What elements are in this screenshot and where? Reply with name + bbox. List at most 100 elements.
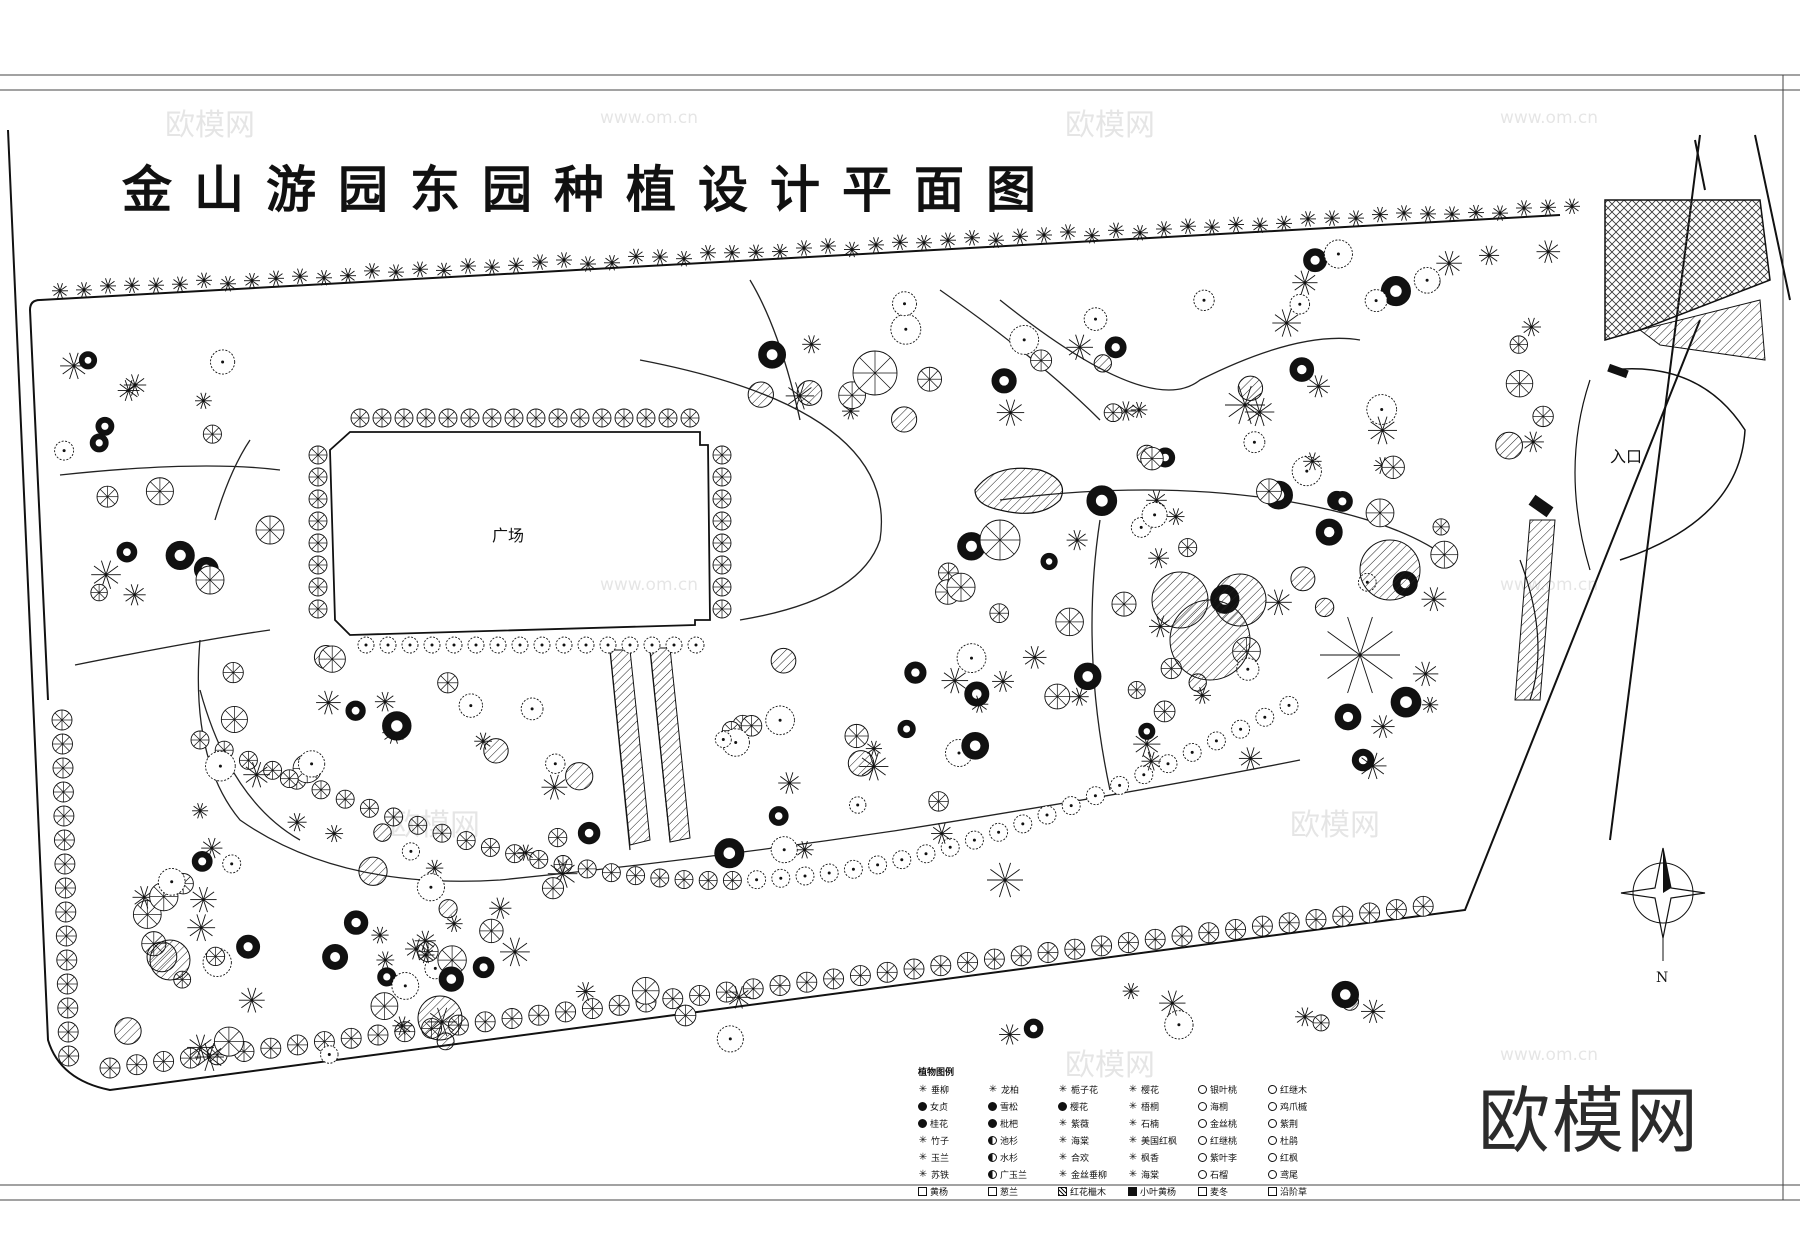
tree-symbol-icon [153, 1050, 175, 1072]
tree-symbol-icon [1323, 239, 1353, 269]
tree-symbol-icon [308, 445, 328, 465]
legend-item: ✳樱花 [1128, 1084, 1198, 1097]
tree-symbol-icon [1141, 501, 1168, 528]
tree-symbol-icon [1117, 932, 1139, 954]
entrance-label: 入口 [1610, 447, 1643, 466]
tree-symbol-icon [1108, 222, 1124, 239]
legend-symbol-icon: ✳ [1058, 1118, 1068, 1129]
pond [974, 467, 1064, 514]
tree-symbol-icon [1495, 431, 1523, 460]
tree-symbol-icon [1164, 1010, 1194, 1040]
tree-symbol-icon [604, 255, 620, 271]
tree-symbol-icon [320, 1045, 339, 1064]
tree-symbol-icon [322, 944, 349, 970]
legend-symbol-icon: ✳ [1128, 1101, 1138, 1112]
tree-symbol-icon [577, 821, 601, 845]
tree-symbol-icon [56, 949, 78, 971]
tree-symbol-icon [308, 599, 328, 619]
legend-item: ✳紫薇 [1058, 1118, 1128, 1131]
legend-item: 雪松 [988, 1101, 1058, 1113]
tree-symbol-icon [555, 1001, 577, 1023]
tree-symbol-icon [533, 636, 551, 654]
legend-title: 植物图例 [918, 1068, 955, 1078]
tree-symbol-icon [1066, 529, 1088, 551]
tree-symbol-icon [238, 750, 258, 770]
tree-symbol-icon [423, 636, 441, 654]
tree-symbol-icon [438, 899, 458, 919]
legend-label: 合欢 [1071, 1154, 1090, 1164]
tree-symbol-icon [712, 577, 732, 597]
tree-symbol-icon [51, 709, 73, 731]
watermark: 欧模网 [1290, 808, 1380, 843]
tree-symbol-icon [928, 791, 949, 812]
legend-symbol-icon [988, 1170, 997, 1179]
tree-symbol-icon [1351, 748, 1375, 772]
tree-symbol-icon [292, 268, 308, 284]
tree-symbol-icon [358, 856, 388, 886]
tree-symbol-icon [575, 982, 596, 1001]
legend-item: 鸢尾 [1268, 1169, 1338, 1181]
tree-symbol-icon [123, 584, 146, 606]
tree-symbol-icon [553, 855, 573, 874]
tree-symbol-icon [432, 823, 452, 843]
tree-symbol-icon [847, 750, 875, 777]
tree-symbol-icon [1141, 751, 1161, 771]
tree-symbol-icon [979, 519, 1021, 561]
tree-symbol-icon [308, 555, 328, 575]
tree-symbol-icon [53, 805, 75, 827]
tree-symbol-icon [472, 956, 495, 979]
tree-symbol-icon [1372, 206, 1388, 223]
legend-item: 水杉 [988, 1152, 1058, 1164]
tree-symbol-icon [1509, 335, 1528, 354]
tree-symbol-icon [157, 867, 186, 896]
legend-label: 池杉 [1000, 1137, 1019, 1147]
tree-symbol-icon [1272, 309, 1301, 337]
tree-symbol-icon [318, 645, 346, 673]
tree-symbol-icon [55, 901, 77, 923]
tree-symbol-icon [556, 252, 572, 268]
tree-symbol-icon [650, 868, 670, 888]
legend-item: 杜鹃 [1268, 1135, 1338, 1147]
legend-label: 雪松 [1000, 1103, 1019, 1113]
tree-symbol-icon [100, 278, 116, 294]
tree-symbol-icon [316, 270, 332, 286]
legend-symbol-icon [918, 1102, 927, 1111]
tree-symbol-icon [340, 267, 356, 284]
legend-label: 红继木 [1280, 1086, 1308, 1096]
tree-symbol-icon [1238, 747, 1263, 770]
tree-symbol-icon [311, 780, 331, 800]
tree-symbol-icon [99, 1057, 121, 1079]
legend-item: 女贞 [918, 1101, 988, 1113]
tree-symbol-icon [484, 259, 500, 275]
legend-label: 红花檵木 [1070, 1188, 1107, 1198]
tree-symbol-icon [1138, 722, 1156, 740]
tree-symbol-icon [529, 849, 549, 869]
legend-label: 海棠 [1071, 1137, 1090, 1147]
tree-symbol-icon [54, 877, 76, 899]
plan-title: 金山游园东园种植设计平面图 [122, 160, 1058, 219]
tree-symbol-icon [722, 870, 742, 890]
legend-symbol-icon [1268, 1187, 1277, 1196]
tree-symbol-icon [844, 723, 869, 749]
legend-item: ✳玉兰 [918, 1152, 988, 1165]
legend-label: 鸢尾 [1280, 1171, 1299, 1181]
tree-symbol-icon [1130, 401, 1148, 418]
tree-symbol-icon [373, 823, 392, 842]
tree-symbol-icon [482, 408, 502, 428]
tree-symbol-icon [580, 256, 596, 272]
tree-symbol-icon [1156, 221, 1172, 237]
tree-symbol-icon [1085, 786, 1105, 806]
tree-symbol-icon [1307, 375, 1330, 398]
tree-symbol-icon [1522, 431, 1544, 453]
legend-item: 葱兰 [988, 1186, 1058, 1198]
tree-symbol-icon [350, 408, 370, 428]
tree-symbol-icon [636, 408, 656, 428]
tree-symbol-icon [581, 998, 603, 1020]
tree-symbol-icon [528, 1004, 550, 1026]
tree-symbol-icon [124, 277, 140, 294]
tree-symbol-icon [1093, 354, 1112, 373]
tree-symbol-icon [548, 408, 568, 428]
tree-symbol-icon [526, 408, 546, 428]
tree-symbol-icon [149, 939, 191, 981]
legend-symbol-icon [1198, 1136, 1207, 1145]
